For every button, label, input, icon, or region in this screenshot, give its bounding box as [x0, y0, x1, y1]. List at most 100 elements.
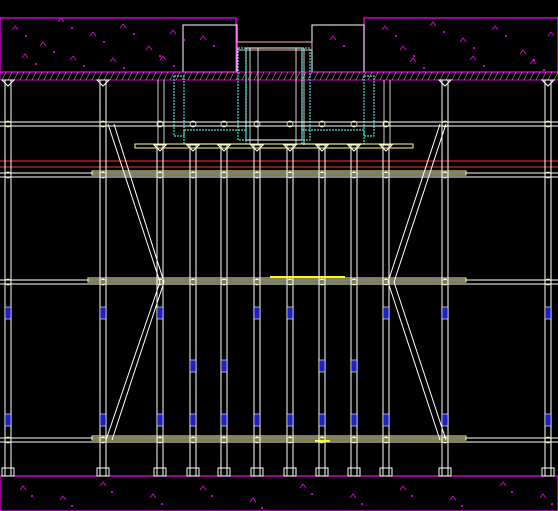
concrete-hatch-dot: [159, 55, 161, 57]
horizontal-ledgers: [0, 121, 558, 443]
concrete-hatch-dot: [133, 33, 135, 35]
post-head-jack: [282, 144, 298, 152]
ground-hatch-mark: [19, 485, 27, 491]
coupler-joint: [318, 171, 326, 179]
concrete-hatch-mark: [21, 53, 29, 59]
soffit-hatch: [61, 71, 67, 81]
ground-hatch-dot: [311, 493, 313, 495]
slab-soffit-band: [0, 71, 558, 81]
soffit-hatch: [1, 71, 7, 81]
soffit-hatch: [553, 71, 558, 81]
coupler-joint: [382, 436, 390, 444]
blue-clamp: [318, 413, 326, 427]
concrete-hatch-mark: [89, 31, 97, 37]
concrete-hatch-dot: [483, 65, 485, 67]
side-form-right: [363, 75, 375, 137]
concrete-hatch-dot: [173, 65, 175, 67]
coupler-joint: [544, 120, 552, 128]
coupler-joint: [318, 436, 326, 444]
blue-clamp: [350, 413, 358, 427]
concrete-hatch-dot: [83, 65, 85, 67]
soffit-hatch: [499, 71, 505, 81]
ground-hatch-dot: [161, 503, 163, 505]
blue-clamp: [286, 306, 294, 320]
ground-slab-outline: [0, 475, 558, 511]
soffit-hatch: [19, 71, 25, 81]
blue-clamp: [4, 413, 12, 427]
soffit-hatch: [451, 71, 457, 81]
coupler-joint: [253, 120, 261, 128]
soffit-hatch: [97, 71, 103, 81]
soffit-hatch: [427, 71, 433, 81]
post-base-plate: [541, 467, 555, 477]
soffit-hatch: [205, 71, 211, 81]
soffit-hatch: [91, 71, 97, 81]
coupler-joint: [350, 171, 358, 179]
soffit-hatch: [199, 71, 205, 81]
soffit-hatch: [325, 71, 331, 81]
ground-hatch-mark: [449, 495, 457, 501]
soffit-hatch: [169, 71, 175, 81]
ground-hatch-mark: [299, 483, 307, 489]
blue-clamp: [286, 413, 294, 427]
coupler-joint: [220, 278, 228, 286]
post-head-jack: [437, 79, 453, 87]
beam-formwork-left: [237, 47, 247, 141]
ground-hatch-mark: [149, 493, 157, 499]
yellow-ledger-top: [134, 143, 414, 149]
blue-clamp: [253, 306, 261, 320]
blue-clamp: [441, 306, 449, 320]
soffit-hatch: [355, 71, 361, 81]
diagonal-brace: [107, 123, 161, 283]
ground-hatch-dot: [411, 495, 413, 497]
soffit-hatch: [457, 71, 463, 81]
blue-clamp: [220, 413, 228, 427]
coupler-joint: [544, 278, 552, 286]
soffit-hatch: [31, 71, 37, 81]
concrete-hatch-mark: [109, 57, 117, 63]
coupler-joint: [99, 171, 107, 179]
coupler-joint: [318, 278, 326, 286]
soffit-hatch: [475, 71, 481, 81]
soffit-hatch: [319, 71, 325, 81]
soffit-hatch: [373, 71, 379, 81]
ground-hatch-mark: [499, 481, 507, 487]
soffit-hatch: [265, 71, 271, 81]
post-base-plate: [379, 467, 393, 477]
soffit-hatch: [79, 71, 85, 81]
ground-hatch-dot: [211, 495, 213, 497]
ground-hatch-dot: [361, 503, 363, 505]
post-base-plate: [250, 467, 264, 477]
concrete-hatch-dot: [443, 31, 445, 33]
yellow-ledger-base: [91, 435, 467, 441]
ground-hatch-dot: [511, 491, 513, 493]
soffit-hatch: [37, 71, 43, 81]
concrete-hatch-mark: [519, 49, 527, 55]
soffit-hatch: [529, 71, 535, 81]
soffit-hatch: [133, 71, 139, 81]
concrete-hatch-mark: [57, 17, 65, 23]
post-clamps: [4, 120, 552, 444]
coupler-joint: [286, 436, 294, 444]
soffit-hatch: [415, 71, 421, 81]
soffit-hatch: [385, 71, 391, 81]
blue-clamp: [99, 413, 107, 427]
concrete-hatch-dot: [123, 67, 125, 69]
coupler-joint: [441, 171, 449, 179]
concrete-hatch-dot: [53, 51, 55, 53]
ground-hatch-dot: [461, 505, 463, 507]
concrete-hatch-dot: [543, 69, 545, 71]
soffit-hatch: [391, 71, 397, 81]
soffit-hatch: [277, 71, 283, 81]
coupler-joint: [220, 120, 228, 128]
coupler-joint: [253, 436, 261, 444]
concrete-hatch-dot: [413, 55, 415, 57]
coupler-joint: [156, 436, 164, 444]
diagonal-brace: [393, 281, 447, 441]
concrete-hatch-dot: [395, 35, 397, 37]
soffit-hatch: [313, 71, 319, 81]
soffit-hatch: [139, 71, 145, 81]
concrete-hatch-mark: [199, 35, 207, 41]
